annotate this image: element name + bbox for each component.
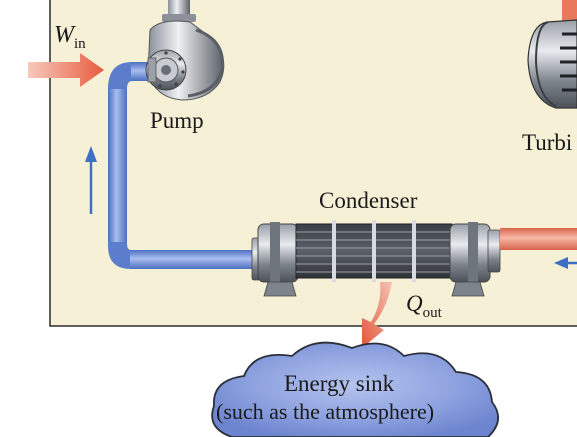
heat-out-arrow xyxy=(362,282,392,348)
condenser-label: Condenser xyxy=(319,188,418,213)
turbine xyxy=(527,19,577,109)
heat-out-label: Qout xyxy=(406,291,443,321)
turbine-inlet-pipe xyxy=(562,0,577,24)
condenser xyxy=(251,220,501,297)
work-in-arrow xyxy=(28,53,104,87)
energy-sink-line2: (such as the atmosphere) xyxy=(216,399,434,424)
energy-sink-cloud xyxy=(211,341,499,437)
turbine-exhaust-pipe xyxy=(500,228,577,250)
pump xyxy=(145,0,225,101)
energy-sink-line1: Energy sink xyxy=(284,371,395,396)
flow-left-arrow xyxy=(554,257,577,269)
flow-up-arrow xyxy=(85,146,97,214)
turbine-label: Turbi xyxy=(522,130,572,155)
feed-pipe xyxy=(108,62,254,269)
pump-label: Pump xyxy=(150,108,204,133)
work-in-label: Win xyxy=(54,22,86,52)
